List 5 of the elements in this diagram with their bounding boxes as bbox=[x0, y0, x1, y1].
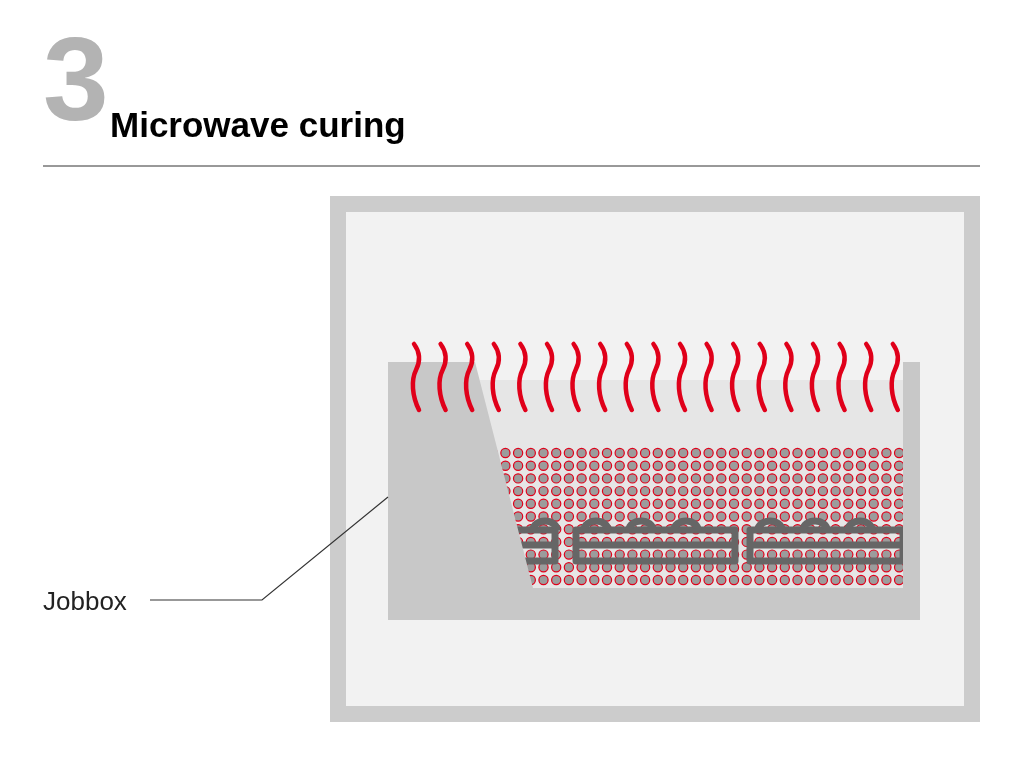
part-label: Jobbox bbox=[43, 586, 127, 616]
title: Microwave curing bbox=[110, 104, 406, 146]
jobbox bbox=[388, 362, 920, 620]
step-number: 3 bbox=[43, 20, 109, 138]
leader-line bbox=[149, 496, 389, 601]
